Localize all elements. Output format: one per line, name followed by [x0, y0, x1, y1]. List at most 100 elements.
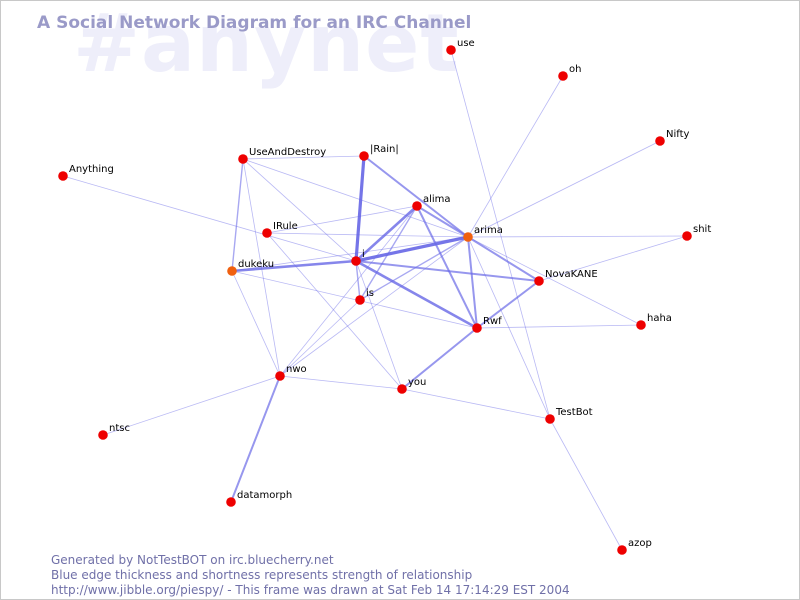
- node-label: dukeku: [238, 259, 274, 270]
- node-dukeku: dukeku: [227, 259, 274, 276]
- node-label: shit: [693, 224, 711, 235]
- node-label: oh: [569, 64, 581, 75]
- edge-i-arima: [354, 235, 470, 263]
- node-dot: [98, 430, 108, 440]
- edge-is-i: [355, 260, 361, 301]
- node-dot: [355, 295, 365, 305]
- node-label: alima: [423, 194, 451, 205]
- edge-useanddestroy-nwo: [242, 158, 281, 377]
- edge-rain-i: [354, 154, 366, 263]
- edge-anything-i: [62, 175, 357, 262]
- node-you: you: [397, 377, 426, 394]
- node-irule: IRule: [262, 221, 298, 238]
- node-dot: [238, 154, 248, 164]
- node-label: NovaKANE: [545, 269, 598, 280]
- edge-nwo-arima: [279, 236, 469, 377]
- edge-novakane-rwf: [476, 280, 540, 329]
- edge-i-novakane: [355, 260, 540, 282]
- edge-useanddestroy-arima: [242, 158, 469, 238]
- node-label: is: [366, 288, 374, 299]
- node-i: i: [351, 249, 365, 266]
- node-label: Nifty: [666, 129, 690, 140]
- node-label: UseAndDestroy: [249, 147, 326, 158]
- node-dot: [397, 384, 407, 394]
- node-label: ntsc: [109, 423, 130, 434]
- node-novakane: NovaKANE: [534, 269, 598, 286]
- edge-irule-arima: [266, 232, 469, 238]
- node-label: Anything: [69, 164, 114, 175]
- edge-nifty-arima: [467, 140, 661, 238]
- node-arima: arima: [463, 225, 503, 242]
- edge-is-nwo: [279, 299, 361, 377]
- edge-nwo-you: [279, 375, 403, 390]
- edge-arima-novakane: [467, 236, 540, 282]
- node-dot: [472, 323, 482, 333]
- node-alima: alima: [412, 194, 451, 211]
- node-ntsc: ntsc: [98, 423, 130, 440]
- edge-useanddestroy-dukeku: [231, 158, 244, 272]
- edge-i-you: [355, 260, 403, 390]
- node-label: use: [457, 38, 475, 49]
- node-anything: Anything: [58, 164, 114, 181]
- node-dot: [351, 256, 361, 266]
- node-label: |Rain|: [370, 144, 399, 155]
- node-haha: haha: [636, 313, 672, 330]
- node-dot: [226, 497, 236, 507]
- footer-legend-note: Blue edge thickness and shortness repres…: [51, 568, 473, 582]
- node-dot: [558, 71, 568, 81]
- node-nifty: Nifty: [655, 129, 690, 146]
- node-datamorph: datamorph: [226, 490, 292, 507]
- node-dot: [682, 231, 692, 241]
- edge-rwf-you: [401, 327, 478, 390]
- edge-oh-arima: [467, 75, 564, 238]
- node-azop: azop: [617, 538, 652, 555]
- node-is: is: [355, 288, 374, 305]
- node-use: use: [446, 38, 475, 55]
- channel-watermark: #anynet: [73, 0, 460, 90]
- diagram-title: A Social Network Diagram for an IRC Chan…: [37, 13, 472, 33]
- node-dot: [359, 151, 369, 161]
- node-label: datamorph: [237, 490, 292, 501]
- footer: Generated by NotTestBOT on irc.bluecherr…: [51, 553, 570, 598]
- edge-dukeku-rwf: [231, 270, 478, 329]
- edge-use-testbot: [450, 49, 551, 420]
- edge-shit-arima: [467, 235, 688, 238]
- footer-generated-by: Generated by NotTestBOT on irc.bluecherr…: [51, 553, 334, 567]
- node-dot: [275, 371, 285, 381]
- node-rain: |Rain|: [359, 144, 399, 161]
- edge-irule-you: [266, 232, 403, 390]
- node-dot: [412, 201, 422, 211]
- node-dot: [58, 171, 68, 181]
- edge-nwo-ntsc: [102, 375, 281, 436]
- footer-timestamp: http://www.jibble.org/piespy/ - This fra…: [51, 583, 570, 597]
- edge-haha-rwf: [476, 324, 642, 329]
- node-dot: [446, 45, 456, 55]
- edge-irule-alima: [266, 205, 418, 234]
- node-label: azop: [628, 538, 652, 549]
- node-dot: [463, 232, 473, 242]
- edge-nwo-datamorph: [230, 375, 281, 503]
- node-oh: oh: [558, 64, 581, 81]
- node-dot: [262, 228, 272, 238]
- edge-i-rwf: [354, 259, 479, 330]
- node-dot: [545, 414, 555, 424]
- node-label: Rwf: [483, 316, 502, 327]
- edge-rain-arima: [363, 155, 469, 238]
- edge-you-testbot: [401, 388, 551, 420]
- node-label: arima: [474, 225, 503, 236]
- node-dot: [227, 266, 237, 276]
- node-rwf: Rwf: [472, 316, 502, 333]
- edge-arima-testbot: [467, 236, 551, 420]
- edge-dukeku-arima: [231, 236, 469, 272]
- edge-useanddestroy-i: [242, 158, 357, 262]
- node-dot: [534, 276, 544, 286]
- node-useanddestroy: UseAndDestroy: [238, 147, 326, 164]
- node-testbot: TestBot: [545, 407, 593, 424]
- edge-useanddestroy-rain: [242, 155, 365, 160]
- node-label: haha: [647, 313, 672, 324]
- edge-alima-arima: [416, 205, 469, 238]
- node-label: IRule: [273, 221, 298, 232]
